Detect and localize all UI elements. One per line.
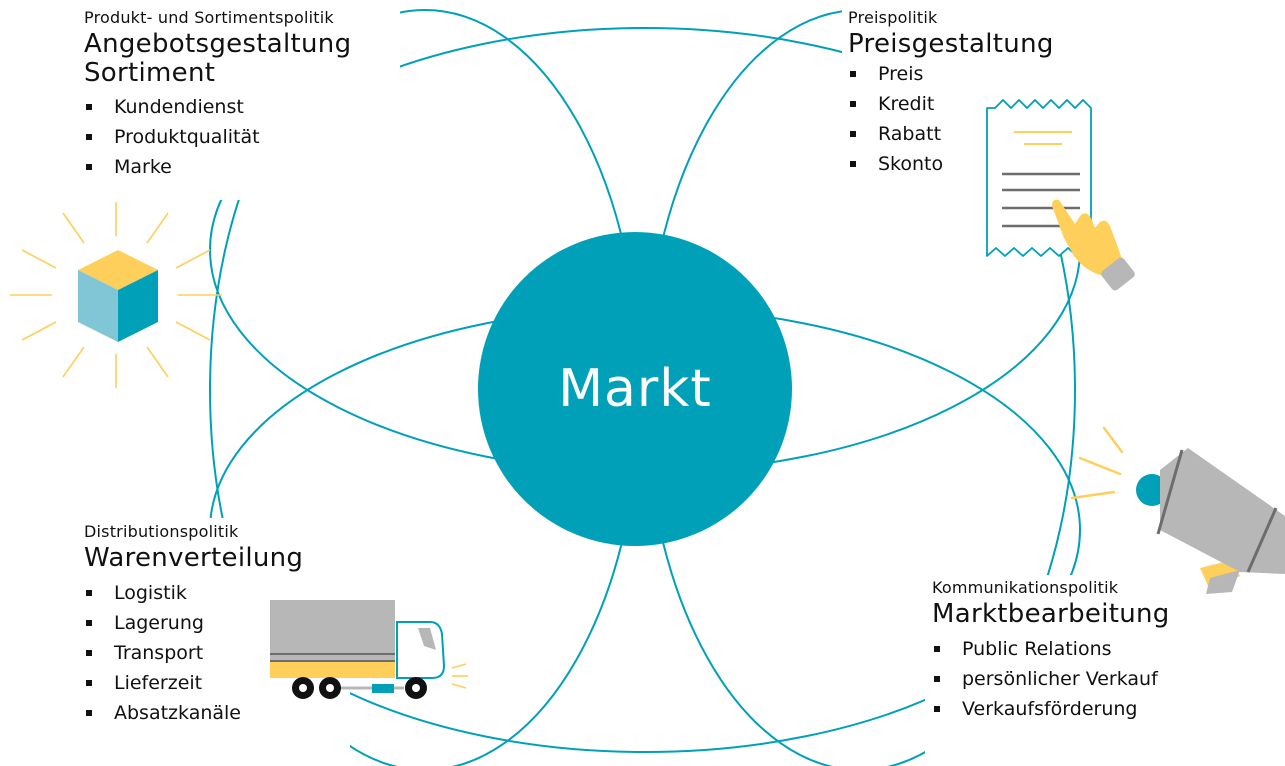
price-policy-subtitle: Preispolitik	[848, 8, 938, 27]
list-item: Skonto	[848, 149, 1054, 179]
receipt-icon	[986, 99, 1135, 291]
communication-policy-block: Kommunikationspolitik Marktbearbeitung P…	[932, 578, 1170, 724]
price-policy-block: Preispolitik Preisgestaltung Preis Kredi…	[848, 8, 1054, 179]
list-item: Verkaufsförderung	[932, 694, 1170, 724]
list-item: Absatzkanäle	[84, 698, 303, 728]
market-circle	[478, 232, 792, 546]
product-policy-block: Produkt- und Sortimentspolitik Angebotsg…	[84, 8, 351, 182]
list-item: persönlicher Verkauf	[932, 664, 1170, 694]
product-heading-line2: Sortiment	[84, 58, 216, 88]
megaphone-icon	[1070, 426, 1285, 594]
product-policy-heading: Angebotsgestaltung Sortiment	[84, 30, 351, 88]
distribution-policy-subtitle: Distributionspolitik	[84, 522, 239, 541]
communication-policy-heading: Marktbearbeitung	[932, 599, 1170, 629]
price-policy-heading: Preisgestaltung	[848, 29, 1054, 59]
distribution-policy-heading: Warenverteilung	[84, 543, 304, 573]
distribution-policy-list: Logistik Lagerung Transport Lieferzeit A…	[84, 578, 303, 728]
list-item: Logistik	[84, 578, 303, 608]
truck-icon	[270, 600, 468, 699]
list-item: Marke	[84, 152, 351, 182]
list-item: Lieferzeit	[84, 668, 303, 698]
product-policy-list: Kundendienst Produktqualität Marke	[84, 92, 351, 182]
product-heading-line1: Angebotsgestaltung	[84, 29, 352, 59]
list-item: Kundendienst	[84, 92, 351, 122]
box-icon	[10, 202, 222, 388]
price-policy-list: Preis Kredit Rabatt Skonto	[848, 59, 1054, 179]
list-item: Rabatt	[848, 119, 1054, 149]
list-item: Transport	[84, 638, 303, 668]
list-item: Kredit	[848, 89, 1054, 119]
list-item: Lagerung	[84, 608, 303, 638]
communication-policy-list: Public Relations persönlicher Verkauf Ve…	[932, 634, 1170, 724]
market-label: Markt	[558, 359, 712, 419]
product-policy-subtitle: Produkt- und Sortimentspolitik	[84, 8, 334, 27]
list-item: Public Relations	[932, 634, 1170, 664]
list-item: Produktqualität	[84, 122, 351, 152]
distribution-policy-block: Distributionspolitik Warenverteilung Log…	[84, 522, 303, 728]
list-item: Preis	[848, 59, 1054, 89]
communication-policy-subtitle: Kommunikationspolitik	[932, 578, 1119, 597]
